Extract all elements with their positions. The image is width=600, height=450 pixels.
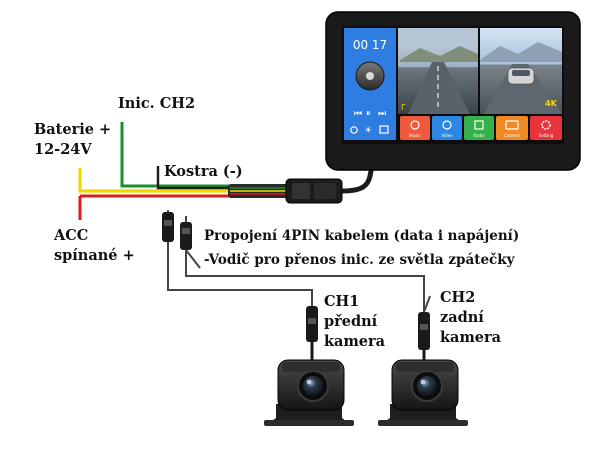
app-tile-music[interactable] bbox=[400, 116, 430, 140]
app-tile-camera-label: Camera bbox=[504, 133, 520, 138]
camera-icon bbox=[505, 120, 519, 130]
label-propojeni: Propojení 4PIN kabelem (data i napájení) bbox=[204, 228, 519, 244]
label-ch2-line3: kamera bbox=[440, 329, 502, 346]
label-ch2-line2: zadní bbox=[440, 309, 484, 326]
app-tile-radio[interactable] bbox=[464, 116, 494, 140]
gear-icon bbox=[541, 120, 551, 130]
radio-icon bbox=[474, 120, 484, 130]
monitor: 00 17 ⏮ ⏸ ⏭ ☀ Γ 4K Music Video bbox=[325, 11, 581, 171]
record-icon[interactable] bbox=[350, 126, 358, 134]
screen-off-icon[interactable] bbox=[379, 125, 389, 134]
app-tile-video-label: Video bbox=[441, 133, 453, 138]
front-view-marker: Γ bbox=[401, 103, 406, 112]
wire-ch2-pigtail bbox=[423, 295, 431, 313]
camera-ch1 bbox=[264, 359, 354, 426]
label-ch2-line1: CH2 bbox=[440, 289, 475, 306]
prev-icon[interactable]: ⏮ bbox=[354, 109, 362, 119]
label-ch1-line3: kamera bbox=[324, 333, 386, 350]
music-icon bbox=[410, 120, 420, 130]
pause-icon[interactable]: ⏸ bbox=[366, 109, 371, 119]
badge-4k: 4K bbox=[545, 99, 558, 108]
app-tile-setting[interactable] bbox=[530, 116, 562, 140]
video-icon bbox=[442, 120, 452, 130]
label-acc-line2: spínané + bbox=[54, 247, 135, 264]
app-tile-setting-label: Setting bbox=[539, 133, 554, 138]
labels: Inic. CH2 Baterie + 12-24V Kostra (-) AC… bbox=[34, 95, 519, 350]
label-ch1-line1: CH1 bbox=[324, 293, 359, 310]
label-inic-ch2: Inic. CH2 bbox=[118, 95, 195, 112]
clock-text: 00 17 bbox=[353, 38, 387, 52]
label-baterie-line2: 12-24V bbox=[34, 141, 92, 158]
next-icon[interactable]: ⏭ bbox=[378, 109, 386, 119]
label-acc-line1: ACC bbox=[53, 227, 88, 244]
app-tile-music-label: Music bbox=[409, 133, 420, 138]
wire-reverse-signal bbox=[185, 249, 201, 269]
label-baterie-line1: Baterie + bbox=[34, 121, 111, 138]
app-tile-video[interactable] bbox=[432, 116, 462, 140]
camera-ch2 bbox=[378, 359, 468, 426]
app-tile-row: Music Video Radio Camera Setting bbox=[400, 116, 562, 140]
app-tile-radio-label: Radio bbox=[473, 133, 485, 138]
label-ch1-line2: přední bbox=[324, 313, 378, 330]
ch2-inline-connector bbox=[180, 222, 192, 250]
app-tile-camera[interactable] bbox=[496, 116, 528, 140]
brightness-icon[interactable]: ☀ bbox=[364, 126, 372, 136]
ch2-camera-connector bbox=[418, 312, 430, 350]
ch1-inline-connector bbox=[162, 212, 174, 242]
wires bbox=[78, 122, 431, 364]
monitor-cable bbox=[341, 165, 375, 194]
label-vodic: -Vodič pro přenos inic. ze světla zpáteč… bbox=[204, 252, 516, 268]
wire-yellow-baterie bbox=[78, 168, 292, 193]
label-kostra: Kostra (-) bbox=[164, 163, 243, 180]
